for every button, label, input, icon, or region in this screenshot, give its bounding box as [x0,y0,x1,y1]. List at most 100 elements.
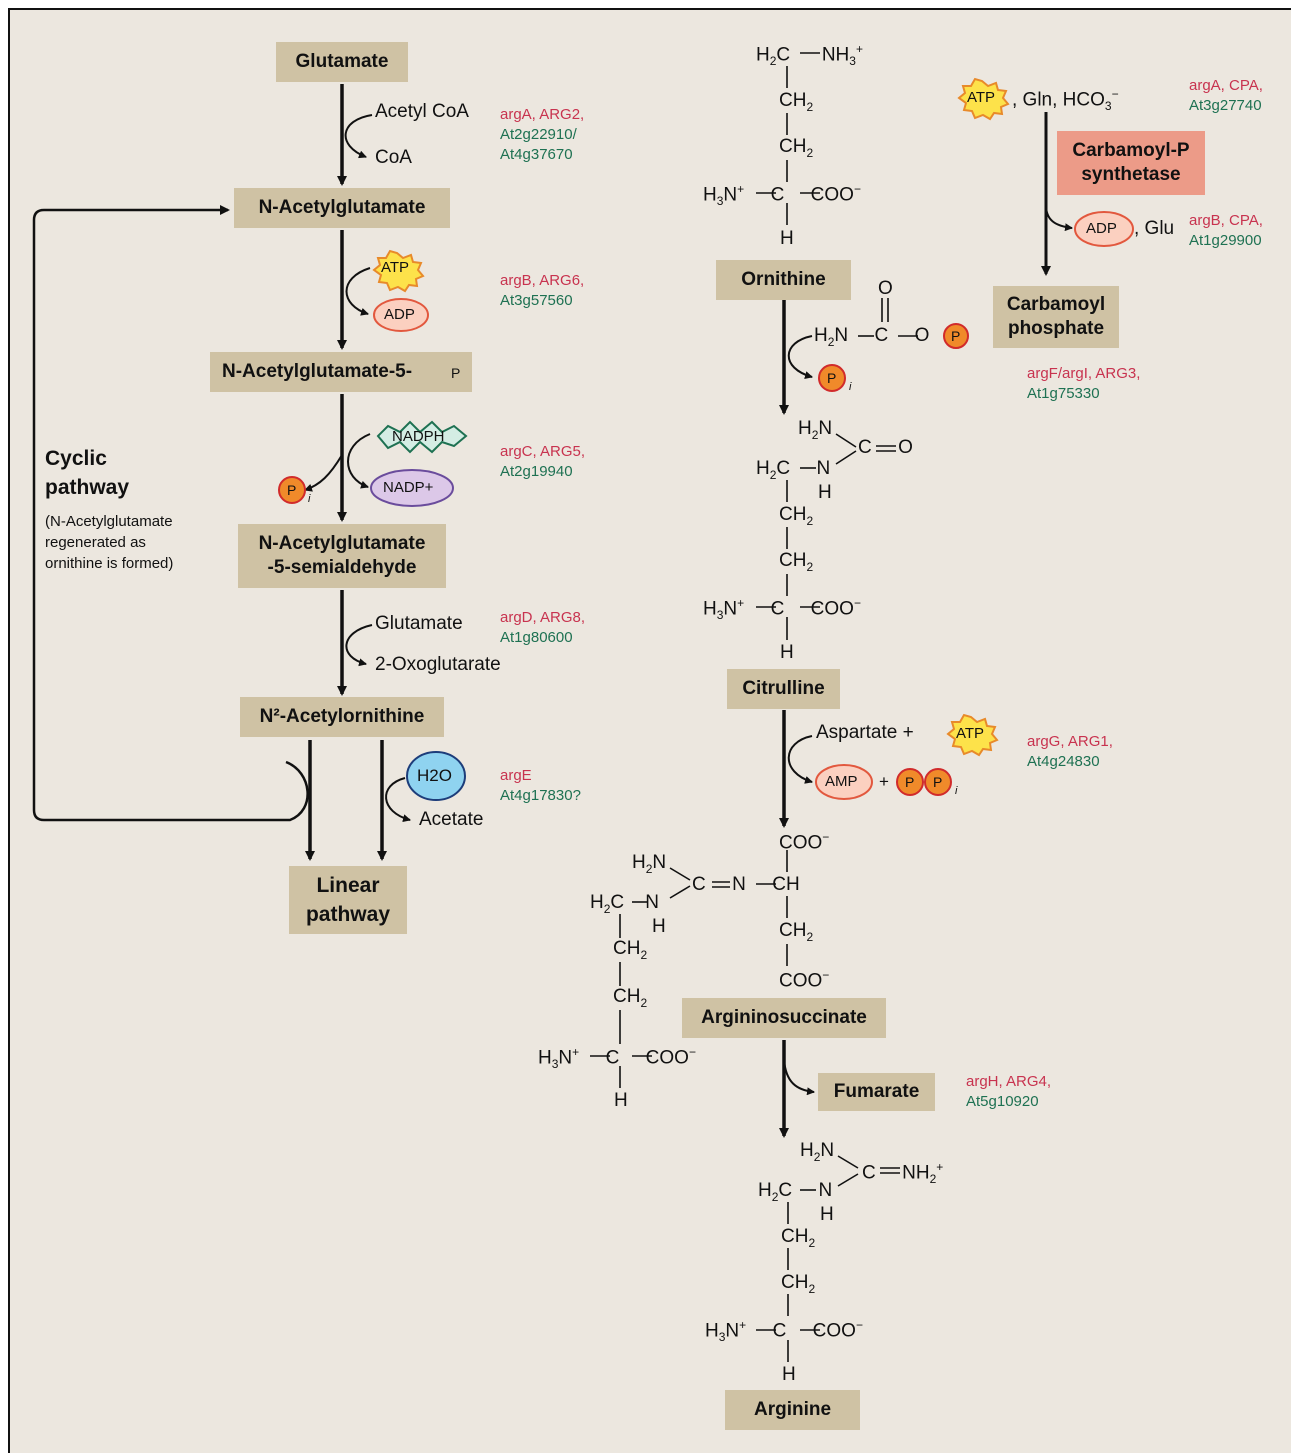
pp-badge-shape-1 [896,768,924,796]
gene-annotation-1: argA, ARG2,At2g22910/At4g37670 [500,105,584,165]
gln-hco3-label: , Gln, HCO [1012,89,1105,111]
fumarate-label: Fumarate [833,1081,920,1102]
carbamoyl-o: O [878,278,893,299]
adp-right-label: ADP [1086,220,1117,237]
glutamate-label: Glutamate [295,51,389,72]
argsucc-ch2-left-1: CH2 [613,938,648,962]
linear-pathway-line1: Linear [316,874,380,897]
carbamoyl-phosphate-line2: phosphate [1007,318,1105,339]
pi-badge-shape-right [818,364,846,392]
adp-badge-shape-right [1074,211,1134,247]
gene-5-red: argE [500,767,532,784]
gene-6-green: At3g27740 [1189,97,1262,114]
diagram-background [8,8,1291,1453]
pp-label-1: P [905,774,915,790]
pi-label: P [287,482,297,498]
argsucc-nh: H [652,916,666,937]
synthetase-line1: Carbamoyl-P [1072,140,1190,161]
gene-annotation-10: argH, ARG4,At5g10920 [966,1072,1051,1112]
citrulline-h2c-n: H2C N [756,458,831,482]
carbamoyl-h2n: H2N C O [814,325,930,349]
argsucc-c-n-ch: C N CH [692,874,800,895]
argsucc-ch2-left-2: CH2 [613,986,648,1010]
argsucc-coo-bottom: COO− [779,968,830,992]
amp-badge-shape [815,764,873,800]
carbamoyl-phosphate-line1: Carbamoyl [1006,294,1106,315]
ornithine-label: Ornithine [741,269,826,290]
n-acetylglutamate-5p-box: N-Acetylglutamate-5- [210,352,472,392]
citrulline-ch2-2: CH2 [779,550,814,574]
cyclic-line2: pathway [45,476,130,499]
adp-label: ADP [384,306,415,323]
cyclic-note-line1: (N-Acetylglutamate [45,513,173,530]
coa-text: CoA [375,147,412,168]
nadp-badge-shape [370,469,454,507]
glu-text: , Glu [1134,218,1175,239]
nadph-badge-shape [376,420,468,454]
linear-pathway-box: Linear pathway [289,866,407,934]
arginine-box: Arginine [725,1390,860,1430]
carbamoyl-phosphate-box: Carbamoyl phosphate [993,286,1119,348]
synthetase-line2: synthetase [1081,164,1181,185]
glutamate-box: Glutamate [276,42,408,82]
amp-label: AMP [825,773,858,790]
citrulline-nh: H [818,482,832,503]
cyclic-pathway-note: (N-Acetylglutamate regenerated as ornithin… [45,511,173,574]
oxoglutarate-text: 2-Oxoglutarate [375,654,501,675]
ornithine-h: H [780,228,794,249]
n2-acetylornithine-label: N²-Acetylornithine [259,706,425,727]
gene-10-red: argH, ARG4, [966,1073,1052,1090]
arginine-alpha: H3N+ C COO− [705,1318,863,1345]
atp-badge-shape-top [957,77,1010,121]
p-label: P [451,365,461,381]
pi-right-label: P [827,370,837,386]
gene-annotation-3: argC, ARG5,At2g19940 [500,442,585,482]
cyclic-note-line2: regenerated as [45,534,146,551]
fumarate-box: Fumarate [818,1073,935,1111]
gene-annotation-6: argA, CPA,At3g27740 [1189,76,1263,116]
gene-annotation-5: argE At4g17830? [500,766,581,806]
argininosuccinate-box: Argininosuccinate [682,998,886,1038]
atp-badge-shape-asp [946,713,999,757]
argsucc-h2n: H2N [632,852,667,876]
n-acetylglutamate-semialdehyde-line1: N-Acetylglutamate [258,533,426,554]
cyclic-line1: Cyclic [45,447,107,470]
arginine-ch2-1: CH2 [781,1226,816,1250]
citrulline-h2n: H2N [798,418,833,442]
gene-4-green: At1g80600 [500,629,573,646]
argsucc-ch2-right: CH2 [779,920,814,944]
gene-5-green: At4g17830? [500,787,581,804]
carbamoyl-p-synthetase-box: Carbamoyl-P synthetase [1057,131,1205,195]
citrulline-label: Citrulline [742,678,825,699]
citrulline-h: H [780,642,794,663]
arginine-c-nh2: C NH2+ [862,1160,944,1187]
ornithine-alpha: H3N+ C COO− [703,182,861,209]
arginine-ch2-2: CH2 [781,1272,816,1296]
atp-asp-label: ATP [956,725,985,742]
pi-subscript: i [308,493,311,505]
ornithine-h2c-nh3: H2C NH3+ [756,42,863,69]
arginine-h2c-n: H2C N [758,1180,833,1204]
gln-hco3-text: , Gln, HCO3− [1012,87,1119,114]
adp-badge-shape [373,298,429,332]
pi-right-subscript: i [849,381,852,393]
n-acetylglutamate-semialdehyde-line2: -5-semialdehyde [267,557,417,578]
linear-pathway-line2: pathway [305,903,391,926]
cyclic-note-line3: ornithine is formed) [45,555,174,572]
gene-7-green: At1g29900 [1189,232,1262,249]
gene-4-red: argD, ARG8, [500,609,586,626]
pp-badge-shape-2 [924,768,952,796]
nadp-label: NADP+ [383,479,434,496]
gene-annotation-9: argG, ARG1,At4g24830 [1027,732,1113,772]
aspartate-text: Aspartate + [816,722,914,743]
gene-1-green-2: At4g37670 [500,146,573,163]
gene-2-green: At3g57560 [500,292,573,309]
atp-badge-shape [372,249,425,293]
atp-label: ATP [381,259,410,276]
citrulline-ch2-1: CH2 [779,504,814,528]
gene-annotation-4: argD, ARG8, At1g80600 [500,608,585,648]
argsucc-h2c-n: H2C N [590,892,659,916]
gene-annotation-7: argB, CPA,At1g29900 [1189,211,1263,251]
nadph-label: NADPH [392,428,445,445]
